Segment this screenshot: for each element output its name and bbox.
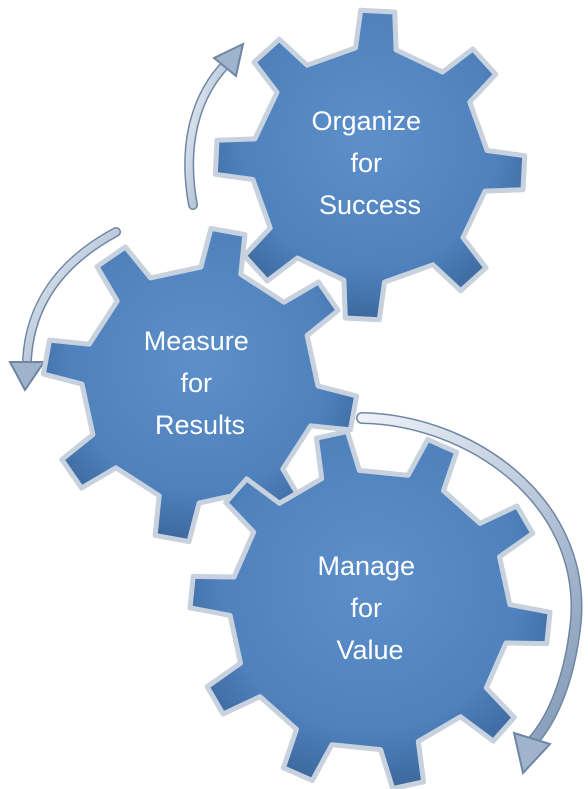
- gear-measure-for-results: Measure for Results: [40, 225, 360, 545]
- gear-label: Organize for Success: [311, 106, 428, 220]
- cycle-arrow-right: [356, 412, 583, 776]
- gear-label-line: Organize: [311, 106, 421, 136]
- gear-manage-for-value: Manage for Value: [187, 428, 553, 789]
- cycle-arrow-left: [8, 227, 121, 392]
- gear-label: Measure for Results: [144, 326, 257, 440]
- gear-label-line: Results: [155, 410, 245, 440]
- cycle-arrow-top: [184, 42, 245, 210]
- gear-label: Manage for Value: [317, 551, 422, 665]
- gear-label-line: Measure: [144, 326, 249, 356]
- gear-shape: [212, 7, 528, 323]
- gear-label-line: Success: [319, 190, 421, 220]
- gear-label-line: for: [180, 368, 212, 398]
- gear-organize-for-success: Organize for Success: [212, 7, 528, 323]
- gear-shape: [187, 428, 553, 789]
- gear-label-line: for: [350, 593, 382, 623]
- gear-label-line: Value: [336, 635, 403, 665]
- gear-label-line: Manage: [317, 551, 415, 581]
- gear-label-line: for: [350, 148, 382, 178]
